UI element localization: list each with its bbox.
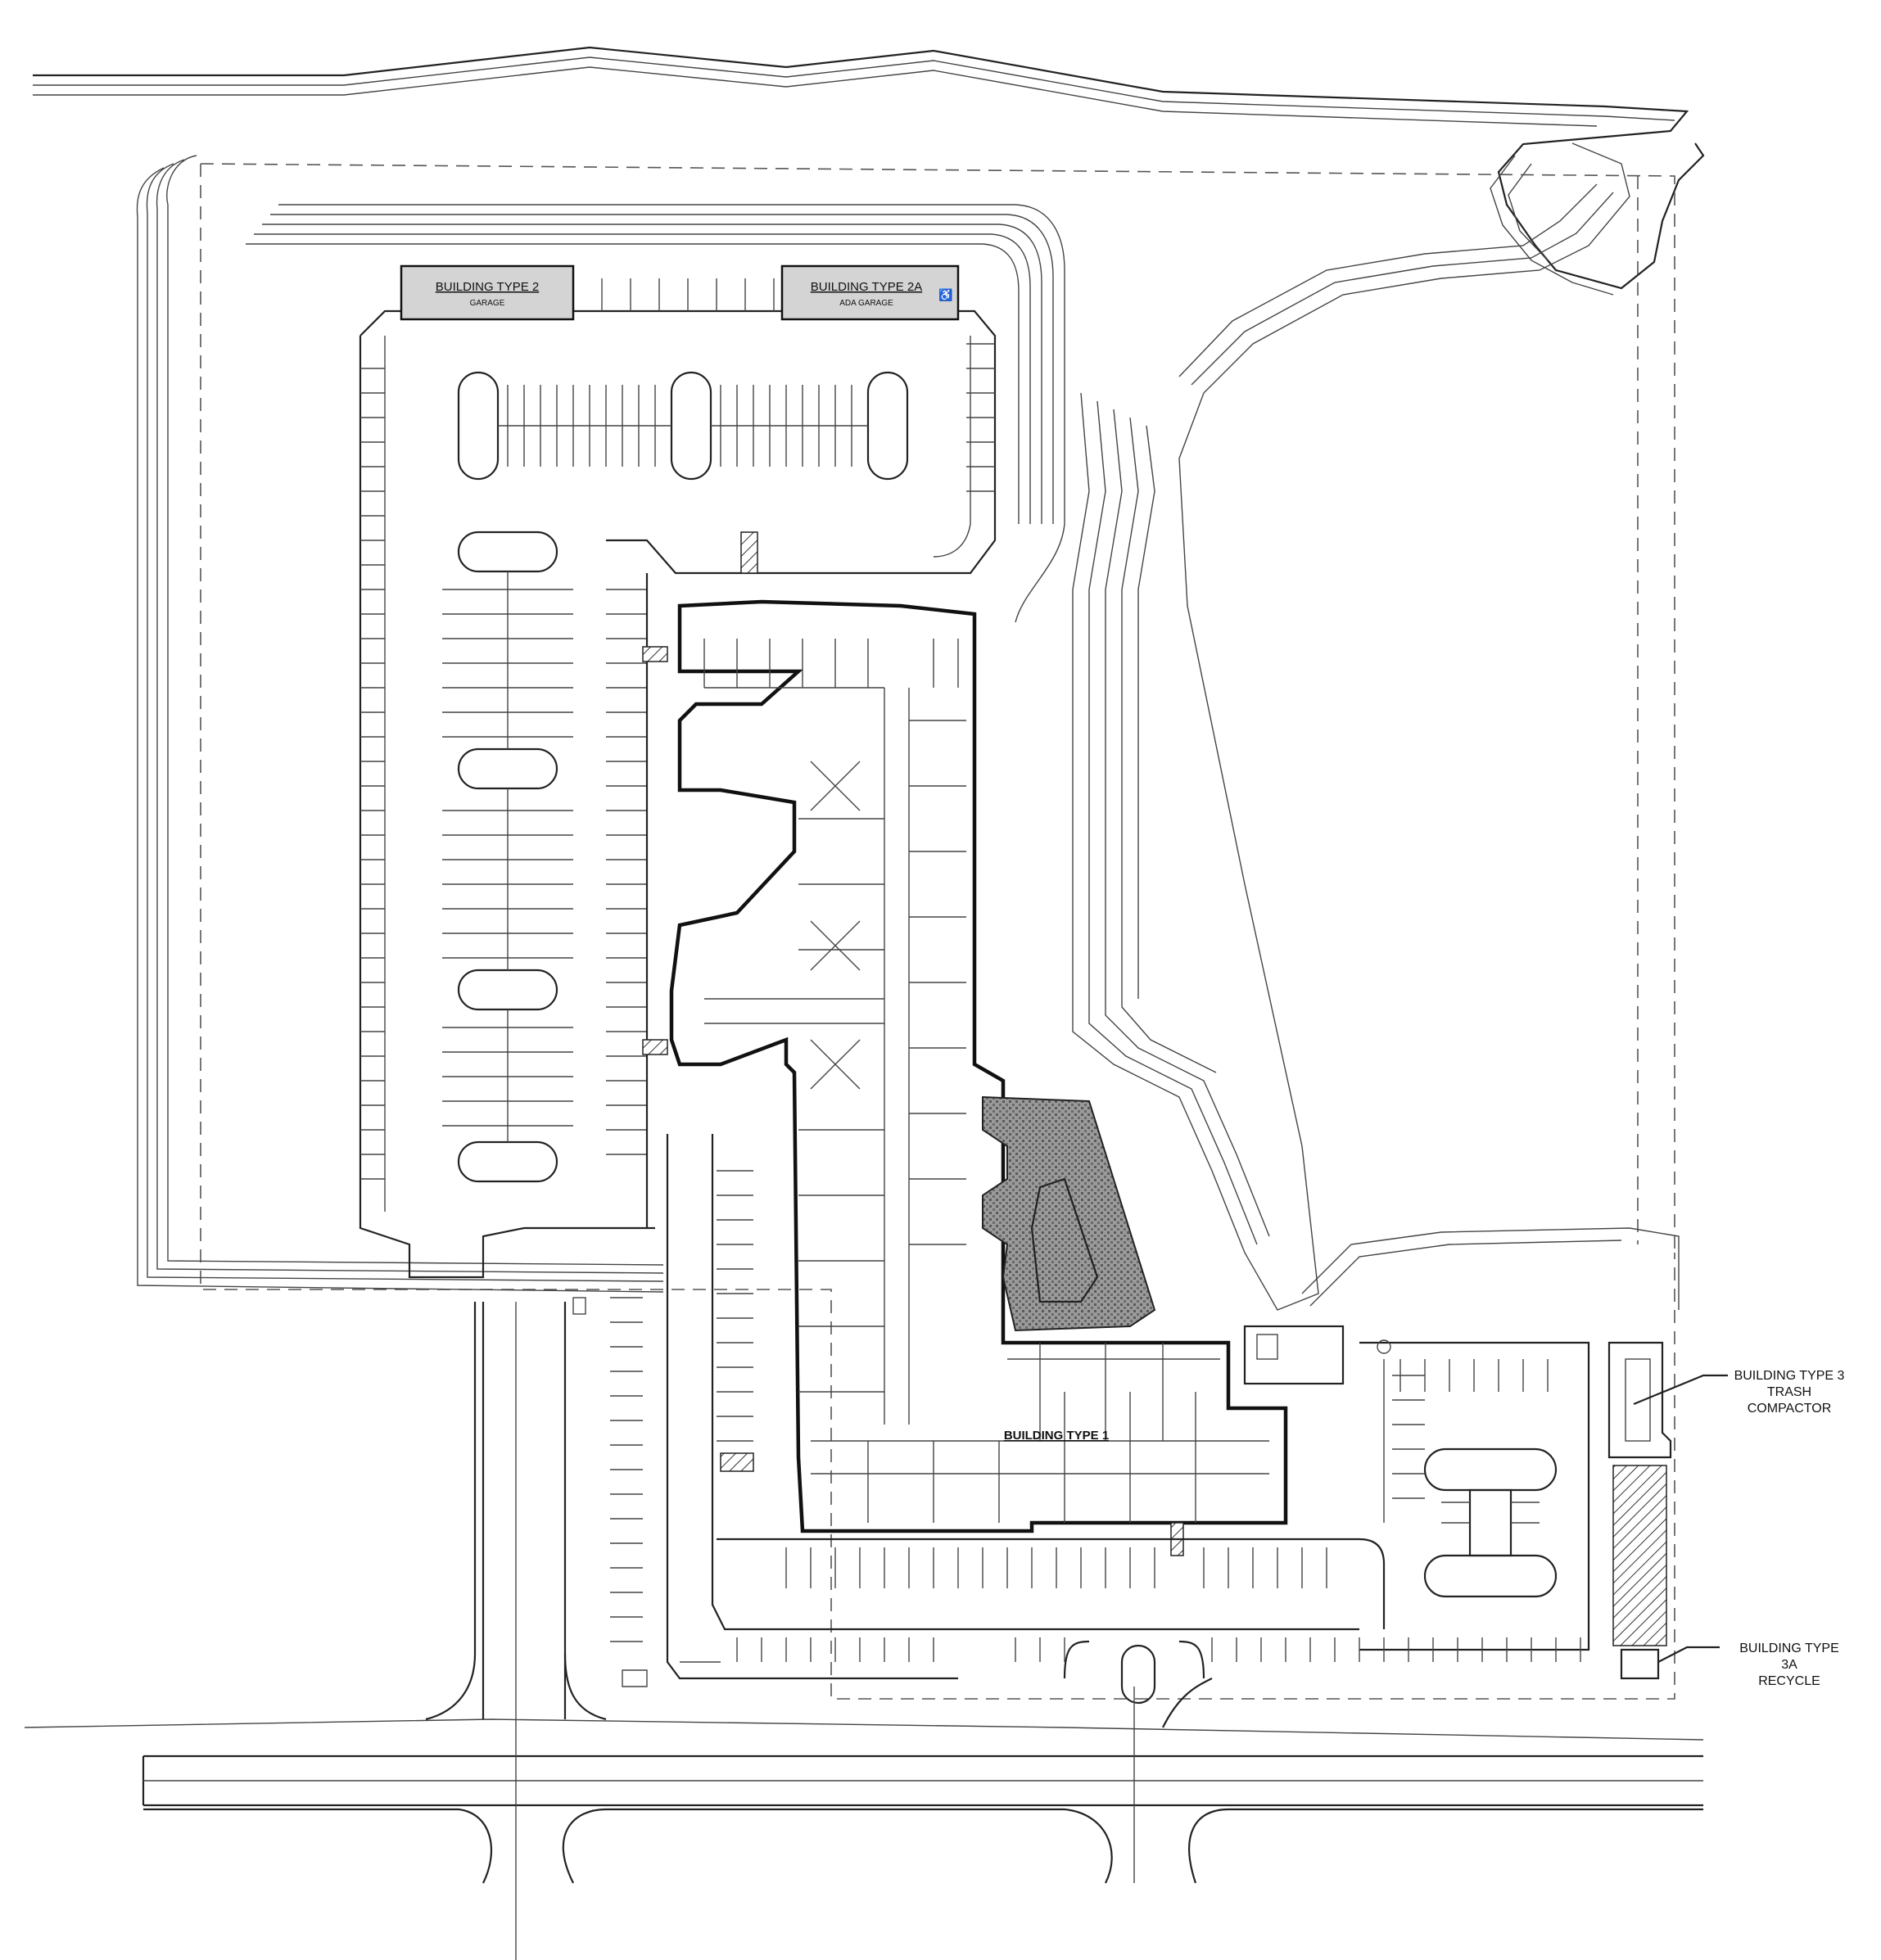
building-type-1: BUILDING TYPE 1 [669, 599, 1288, 1533]
building-type-3-trash-compactor [1607, 1341, 1672, 1680]
garage-label: GARAGE [470, 299, 505, 308]
building-type-3a-label: BUILDING TYPE [1739, 1642, 1839, 1655]
east-contours [1072, 142, 1680, 1311]
south-parking-lot [610, 1134, 1590, 1705]
building-type-3-callout: BUILDING TYPE 3 TRASH COMPACTOR [1633, 1369, 1845, 1416]
ada-garage-label: ADA GARAGE [839, 299, 893, 308]
courtyard-paving [982, 1095, 1156, 1332]
north-parking-lot [359, 278, 997, 1279]
crosswalks [642, 531, 1184, 1556]
building-type-1-label: BUILDING TYPE 1 [1004, 1429, 1109, 1443]
building-type-3-label: BUILDING TYPE 3 [1734, 1369, 1845, 1383]
3a-label: 3A [1781, 1658, 1797, 1672]
north-road [33, 46, 1705, 296]
accessible-icon: ♿ [938, 288, 952, 302]
building-type-2a-garage: BUILDING TYPE 2A ADA GARAGE ♿ [780, 264, 960, 321]
compactor-label: COMPACTOR [1748, 1402, 1832, 1416]
trash-label: TRASH [1767, 1385, 1811, 1399]
west-contours [136, 155, 1065, 1293]
property-line [200, 163, 1675, 1700]
building-type-2-garage: BUILDING TYPE 2 GARAGE [400, 264, 575, 321]
building-type-2a-label: BUILDING TYPE 2A [811, 280, 922, 294]
stalls-west [360, 368, 385, 1180]
parking-islands [442, 371, 909, 1183]
stalls-east [606, 573, 649, 1228]
recycle-label: RECYCLE [1758, 1674, 1820, 1688]
building-type-3a-callout: BUILDING TYPE 3A RECYCLE [1657, 1642, 1839, 1688]
south-street [24, 1302, 1704, 1960]
site-details [572, 1297, 1391, 1687]
building-type-2-label: BUILDING TYPE 2 [436, 280, 539, 294]
